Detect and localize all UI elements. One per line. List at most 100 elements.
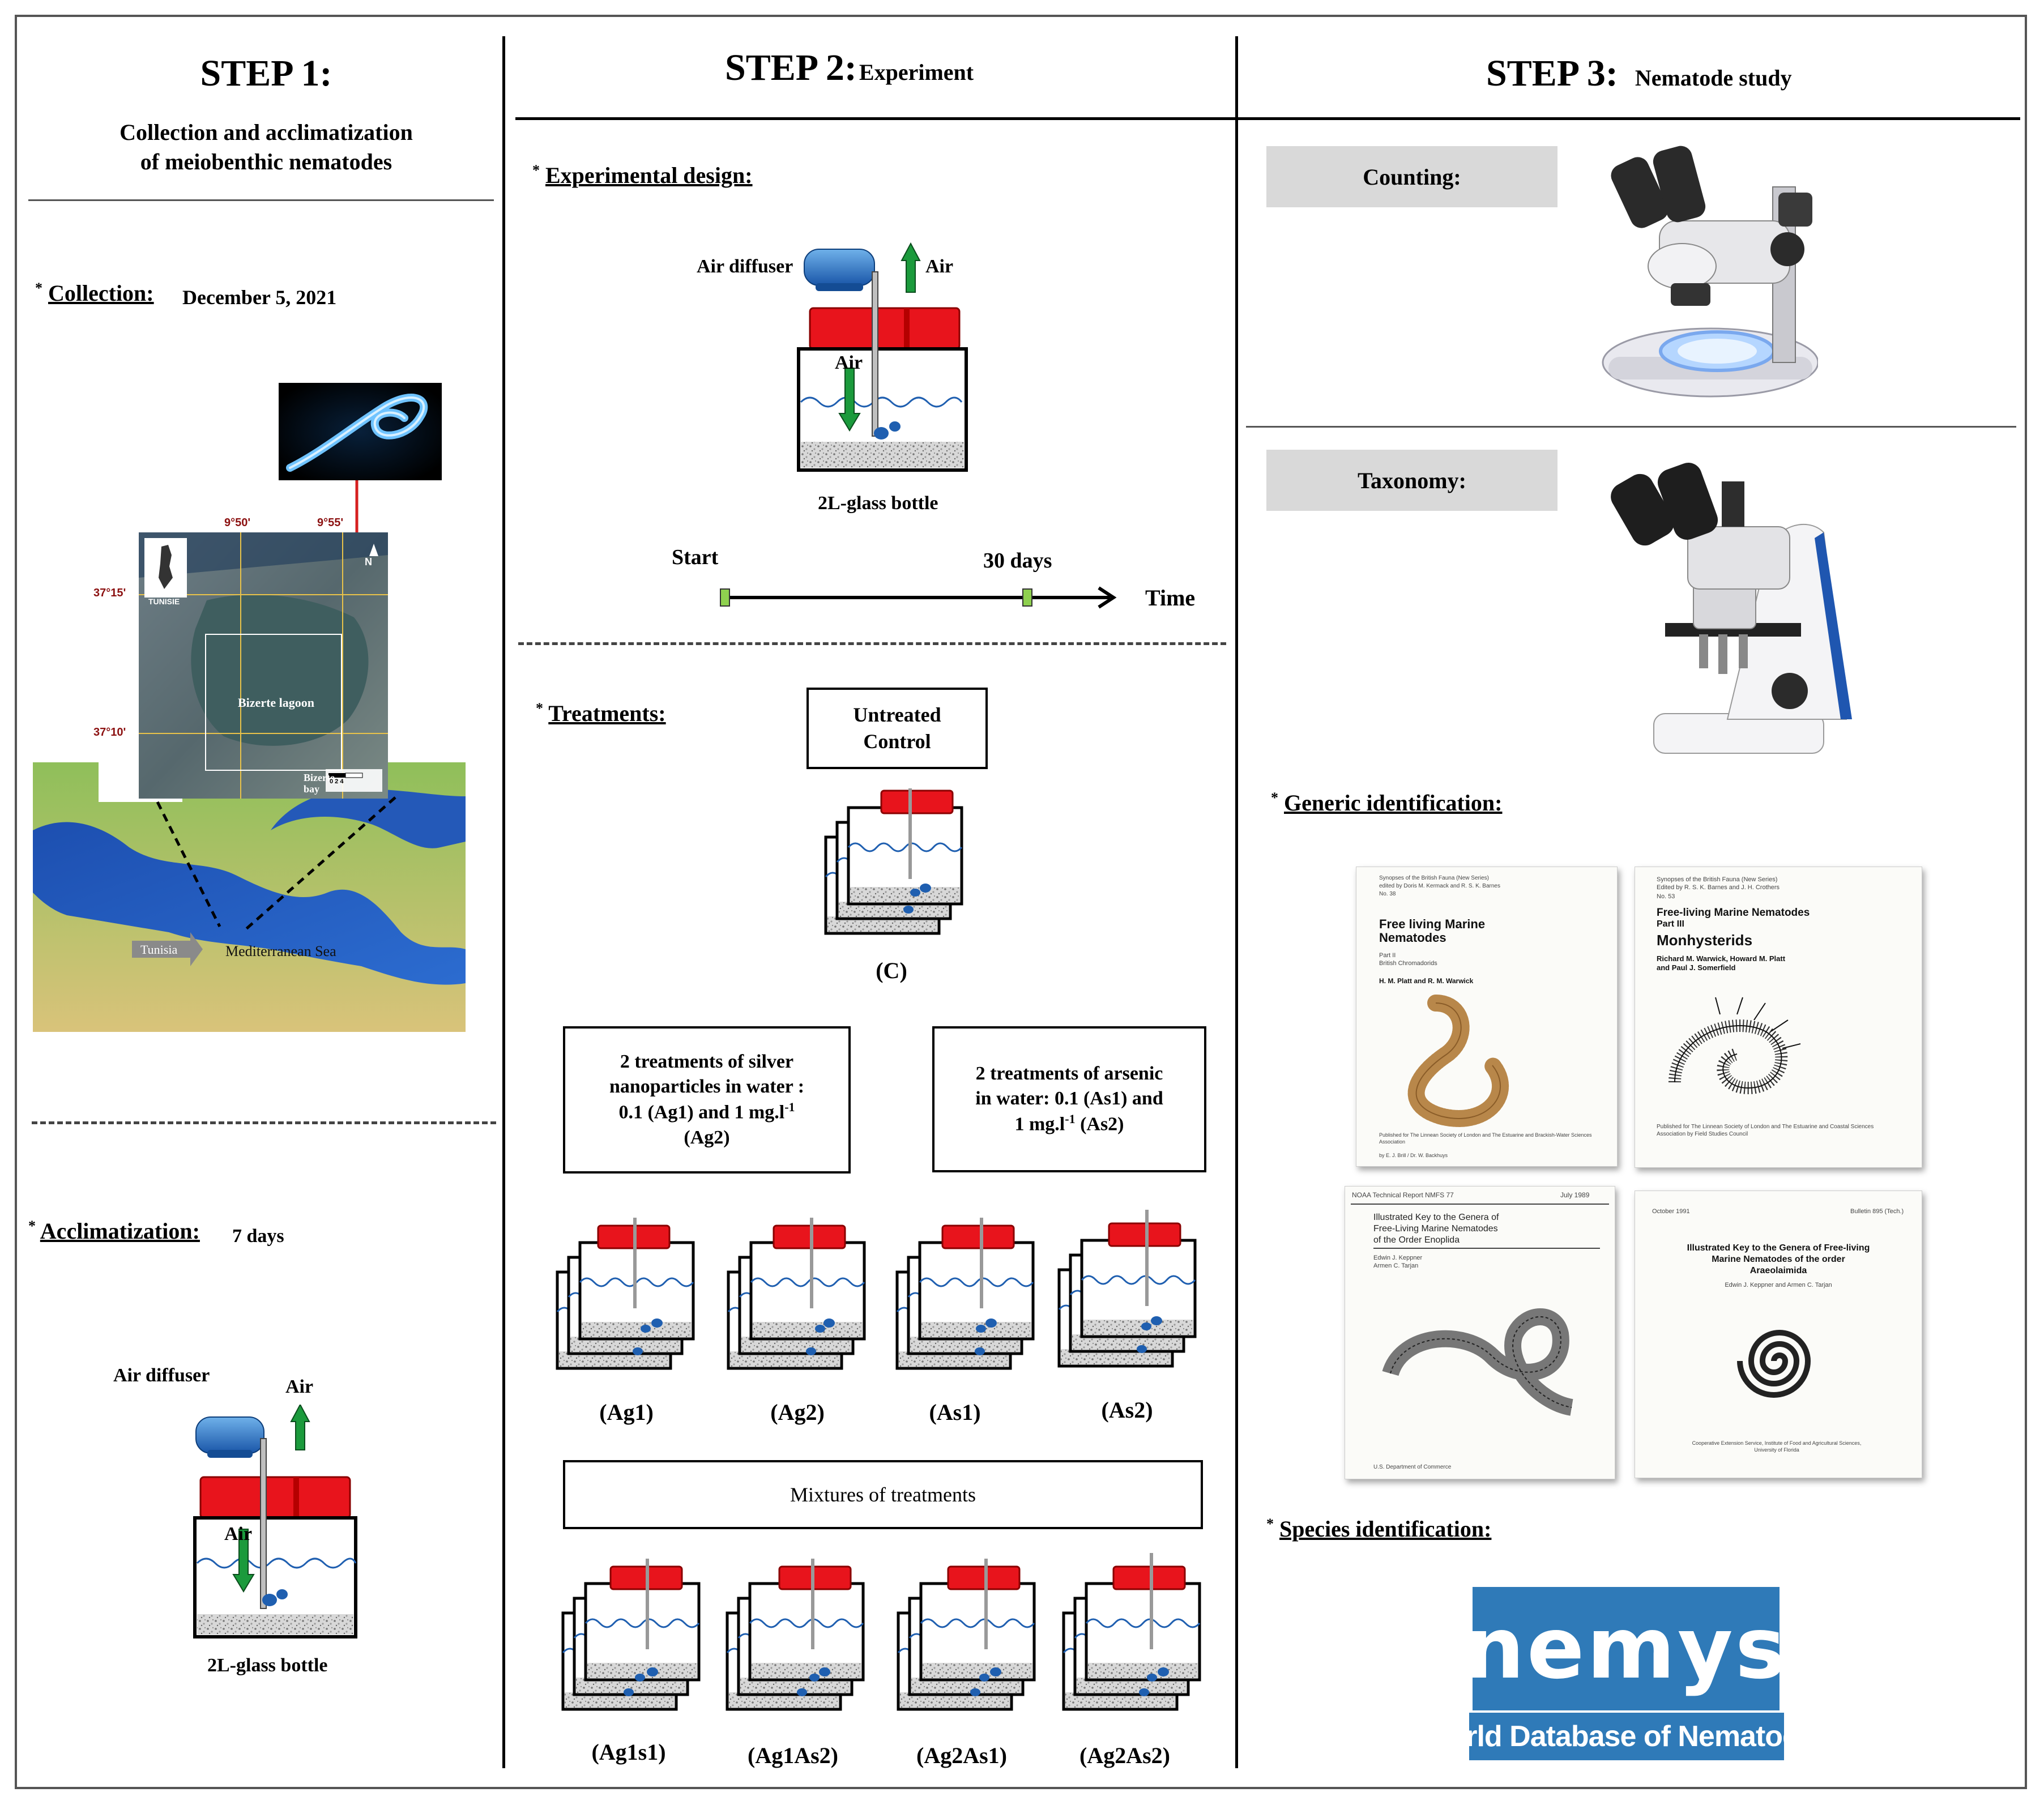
book4-bulletin: Bulletin 895 (Tech.) (1850, 1208, 1904, 1215)
book3-title3: of the Order Enoplida (1373, 1235, 1460, 1245)
species-marker: * (1266, 1516, 1274, 1532)
map-lon2: 9°55' (317, 517, 344, 529)
book2-nematode-drawing (1669, 997, 1801, 1095)
book2-number: No. 53 (1657, 893, 1675, 900)
step2-title: STEP 2: (725, 47, 857, 88)
book2-publisher: Published for The Linnean Society of Lon… (1657, 1124, 1874, 1137)
bizerte-map (139, 532, 388, 799)
step3-title-row: STEP 3: Nematode study (1486, 52, 1792, 95)
timeline-time-label: Time (1145, 585, 1196, 611)
timeline-start-label: Start (672, 545, 719, 569)
as-box-line1: 2 treatments of arsenic (975, 1063, 1163, 1085)
as-box-line3b: (As2) (1075, 1113, 1124, 1135)
taxonomy-label-box: Taxonomy: (1266, 450, 1557, 511)
collection-marker: * (35, 280, 42, 296)
book-keppner-enoplida: NOAA Technical Report NMFS 77 July 1989 … (1345, 1186, 1615, 1479)
as-box-exponent: -1 (1065, 1112, 1076, 1126)
acclimatization-heading: * Acclimatization: (28, 1218, 200, 1244)
mixtures-box: Mixtures of treatments (563, 1460, 1203, 1529)
map-scale: 0 2 4 (330, 778, 344, 785)
book2-authors2: and Paul J. Somerfield (1657, 963, 1736, 972)
code-ag1as2: (Ag1As2) (748, 1743, 838, 1768)
step3-header-rule (1236, 117, 2020, 120)
nemys-logo-caption-bar: World Database of Nematodes (1422, 1713, 1832, 1760)
nemys-logo[interactable]: nemys World Database of Nematodes (1422, 1587, 1832, 1761)
ag-box-exponent: -1 (784, 1100, 795, 1115)
treatments-heading: * Treatments: (536, 700, 666, 727)
step3-counting-rule (1246, 426, 2016, 428)
map-tunisia-label: Tunisia (140, 942, 177, 957)
map-tunisia-inset: TUNISIE (148, 597, 180, 606)
step1-dashed-divider (32, 1121, 496, 1124)
book1-title2: Nematodes (1379, 931, 1446, 945)
step2-bottle-diagram (797, 242, 968, 472)
step1-subtitle-line2: of meiobenthic nematodes (140, 149, 392, 174)
book3-authors2: Armen C. Tarjan (1373, 1262, 1419, 1269)
mixture-stacks (549, 1553, 1212, 1717)
stack-ag2 (726, 1218, 873, 1376)
step1-subtitle-line1: Collection and acclimatization (120, 120, 413, 145)
stack-ag1s1 (561, 1559, 708, 1717)
book-keppner-araeolaimida: October 1991 Bulletin 895 (Tech.) Illust… (1635, 1190, 1922, 1478)
single-treatment-stacks (549, 1210, 1212, 1382)
generic-label: Generic identification: (1284, 790, 1503, 816)
step1-bottle-diagram (193, 1405, 357, 1638)
book2-editors: Edited by R. S. K. Barnes and J. H. Crot… (1657, 884, 1780, 891)
book4-title2: Marine Nematodes of the order (1712, 1254, 1845, 1264)
book2-title2: Monhysterids (1657, 932, 1753, 949)
step2-header-rule (515, 117, 1236, 120)
collection-label: Collection: (48, 280, 154, 306)
book3-title2: Free-Living Marine Nematodes (1373, 1224, 1498, 1234)
tunisia-arrow (132, 932, 203, 966)
step1-bottle-label: 2L-glass bottle (207, 1655, 328, 1676)
book1-subtitle: British Chromadorids (1379, 960, 1437, 967)
step3-title: STEP 3: (1486, 53, 1618, 94)
untreated-control-box: Untreated Control (806, 688, 988, 769)
collection-heading: * Collection: (35, 280, 154, 306)
step1-header-rule (28, 199, 494, 201)
design-marker: * (532, 162, 540, 178)
as-box-line3a: 1 mg.l (1014, 1113, 1065, 1135)
outer-frame (15, 15, 2027, 1789)
book2-series: Synopses of the British Fauna (New Serie… (1657, 876, 1778, 883)
book1-nematode-drawing (1407, 995, 1509, 1127)
book1-by: by E. J. Brill / Dr. W. Backhuys (1379, 1153, 1448, 1158)
code-as1: (As1) (929, 1399, 981, 1425)
book4-title3: Araeolaimida (1749, 1266, 1807, 1275)
species-id-heading: * Species identification: (1266, 1516, 1491, 1542)
step2-bottle-label: 2L-glass bottle (818, 493, 938, 514)
book4-authors: Edwin J. Keppner and Armen C. Tarjan (1725, 1282, 1832, 1288)
step2-title-row: STEP 2: Experiment (725, 46, 974, 89)
control-bottle-stack (823, 788, 971, 941)
ag-box-line1: 2 treatments of silver (620, 1051, 794, 1072)
nemys-logo-word: nemys (1464, 1599, 1788, 1698)
step1-air-in-label: Air (224, 1524, 253, 1544)
as-box-line2: in water: 0.1 (As1) and (975, 1088, 1163, 1110)
nemys-logo-top: nemys (1464, 1587, 1786, 1710)
ag-box-line4: (Ag2) (684, 1126, 730, 1148)
silver-treatments-box: 2 treatments of silver nanoparticles in … (563, 1026, 851, 1174)
air-pump-icon-2 (804, 249, 875, 291)
step2-air-diffuser-label: Air diffuser (697, 256, 793, 277)
collection-date: December 5, 2021 (182, 286, 337, 309)
book3-title1: Illustrated Key to the Genera of (1373, 1213, 1499, 1222)
book4-title1: Illustrated Key to the Genera of Free-li… (1687, 1243, 1870, 1253)
book1-editors: edited by Doris M. Kermack and R. S. K. … (1379, 883, 1500, 889)
code-ag2as1: (Ag2As1) (916, 1743, 1007, 1768)
book3-nematode-drawing (1382, 1308, 1574, 1416)
step2-air-in-label: Air (835, 352, 863, 373)
step3-title-suffix: Nematode study (1635, 65, 1792, 91)
step1-air-out-label: Air (285, 1376, 314, 1397)
ag-box-line3: 0.1 (Ag1) and 1 mg.l (618, 1102, 785, 1123)
code-ag2: (Ag2) (770, 1399, 825, 1425)
map-sea-label: Mediterranean Sea (225, 943, 336, 959)
stack-ag1 (555, 1218, 702, 1376)
timeline-30days-label: 30 days (983, 549, 1052, 573)
timeline-axis (720, 586, 1117, 609)
book1-publisher: Published for The Linnean Society of Lon… (1379, 1132, 1592, 1145)
book-warwick-platt-somerfield: Synopses of the British Fauna (New Serie… (1635, 867, 1922, 1168)
step2-title-suffix: Experiment (859, 59, 974, 85)
divider-step1-step2 (502, 36, 505, 1768)
stack-ag2as2 (1061, 1553, 1214, 1717)
map-lat1: 37°15' (93, 587, 126, 599)
